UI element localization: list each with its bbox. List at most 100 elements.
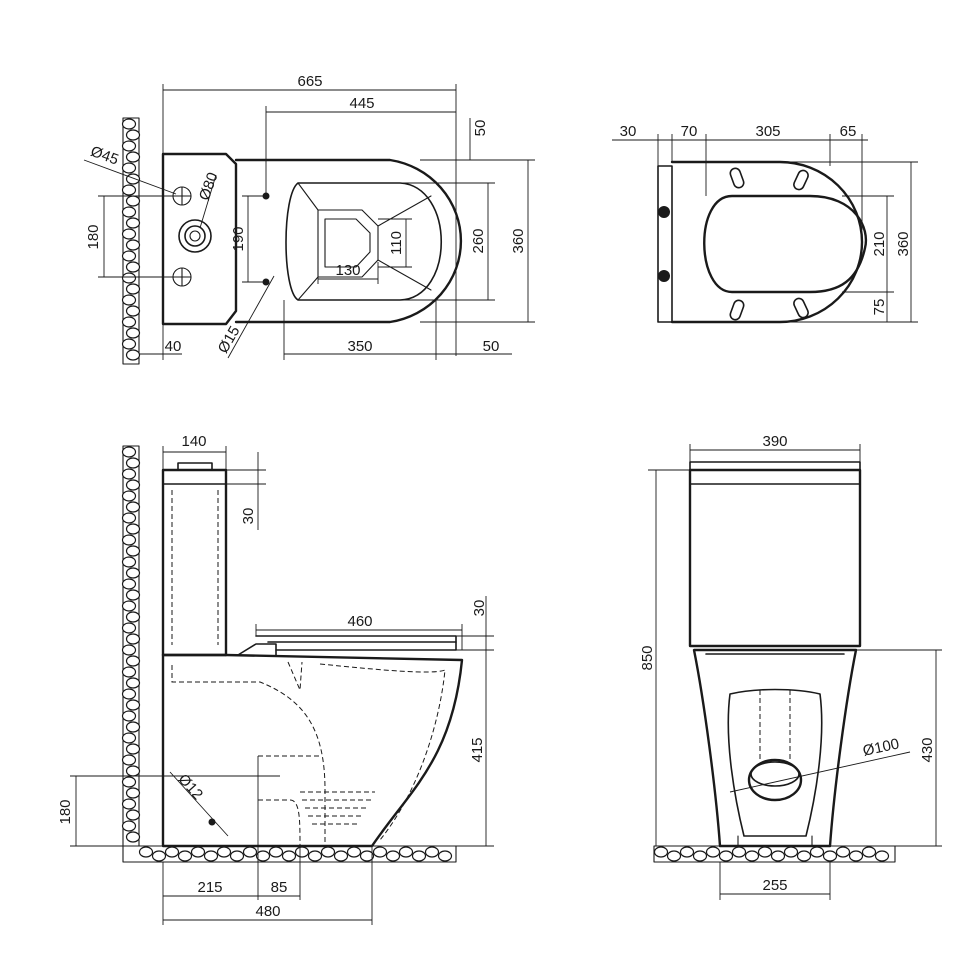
dim-diam-100: Ø100 (861, 735, 900, 759)
pebble-hatch (138, 846, 154, 858)
dim-pad-offset: 75 (871, 299, 888, 316)
dim-hinge-offset: 30 (620, 123, 637, 140)
pebble-hatch (125, 611, 141, 623)
pebble-hatch (121, 294, 137, 306)
pebble-hatch (835, 846, 851, 858)
front-view: 390 850 Ø100 430 255 (639, 433, 942, 900)
seat-view-dimensions (612, 134, 918, 323)
pebble-hatch (757, 846, 773, 858)
pebble-hatch (346, 846, 362, 858)
pebble-hatch (125, 349, 141, 361)
dim-diam-15: Ø15 (215, 323, 244, 356)
pebble-hatch (385, 850, 401, 862)
dim-tank-width: 390 (762, 433, 787, 450)
pebble-hatch (121, 798, 137, 810)
pebble-hatch (151, 850, 167, 862)
dim-bowl-inner-length: 130 (335, 262, 360, 279)
pebble-hatch (125, 589, 141, 601)
pebble-hatch (125, 151, 141, 163)
top-view-labels: 665 445 50 Ø45 Ø80 180 190 110 260 360 1… (85, 73, 527, 356)
top-view-dimensions (83, 84, 535, 360)
dim-outlet-width: 85 (271, 879, 288, 896)
pebble-hatch (203, 850, 219, 862)
pebble-hatch (121, 710, 137, 722)
seat-view-labels: 30 70 305 65 210 360 75 (620, 123, 912, 315)
pebble-hatch (121, 140, 137, 152)
pebble-hatch (718, 850, 734, 862)
seat-view: 30 70 305 65 210 360 75 (612, 123, 918, 324)
pebble-hatch (125, 173, 141, 185)
pebble-hatch (121, 512, 137, 524)
side-view: 140 30 30 460 415 180 Ø12 215 85 480 (57, 433, 494, 925)
side-view-floor (122, 845, 457, 863)
pebble-hatch (333, 850, 349, 862)
dim-bowl-front: 350 (347, 338, 372, 355)
pebble-hatch (125, 633, 141, 645)
pebble-hatch (125, 699, 141, 711)
pebble-hatch (125, 787, 141, 799)
dim-seat-thickness: 30 (471, 600, 488, 617)
dim-bowl-length: 445 (349, 95, 374, 112)
dim-diam-80: Ø80 (196, 170, 222, 202)
pebble-hatch (121, 468, 137, 480)
dim-rim-offset-top: 50 (472, 120, 489, 137)
pebble-hatch (125, 523, 141, 535)
pebble-hatch (121, 162, 137, 174)
pebble-hatch (121, 578, 137, 590)
front-view-dimensions (648, 444, 942, 900)
pebble-hatch (121, 184, 137, 196)
pebble-hatch (125, 283, 141, 295)
pebble-hatch (359, 850, 375, 862)
pebble-hatch (121, 666, 137, 678)
dim-seat-width: 360 (895, 231, 912, 256)
pebble-hatch (121, 338, 137, 350)
pebble-hatch (125, 655, 141, 667)
pebble-hatch (125, 129, 141, 141)
pebble-hatch (653, 846, 669, 858)
dim-rim-offset-bottom: 50 (483, 338, 500, 355)
dim-mount-spacing: 190 (230, 226, 247, 251)
pebble-hatch (121, 446, 137, 458)
front-view-floor (653, 845, 896, 863)
pebble-hatch (666, 850, 682, 862)
dim-overall-depth: 480 (255, 903, 280, 920)
dim-overall-height: 850 (639, 645, 656, 670)
dim-inlet-spacing: 180 (85, 224, 102, 249)
pebble-hatch (121, 316, 137, 328)
pebble-hatch (164, 846, 180, 858)
pebble-hatch (125, 217, 141, 229)
pebble-hatch (242, 846, 258, 858)
pebble-hatch (679, 846, 695, 858)
dim-pedestal-height: 430 (919, 737, 936, 762)
dim-tank-depth: 140 (181, 433, 206, 450)
pebble-hatch (692, 850, 708, 862)
pebble-hatch (125, 239, 141, 251)
pebble-hatch (121, 820, 137, 832)
pebble-hatch (125, 743, 141, 755)
pebble-hatch (121, 490, 137, 502)
pebble-hatch (125, 567, 141, 579)
pebble-hatch (121, 206, 137, 218)
pebble-hatch (731, 846, 747, 858)
pebble-hatch (121, 754, 137, 766)
pebble-hatch (307, 850, 323, 862)
pebble-hatch (281, 850, 297, 862)
pebble-hatch (770, 850, 786, 862)
dim-hinge-spacing: 70 (681, 123, 698, 140)
dim-wall-offset: 40 (165, 338, 182, 355)
dim-seat-length: 305 (755, 123, 780, 140)
dim-front-offset: 65 (840, 123, 857, 140)
pebble-hatch (822, 850, 838, 862)
pebble-hatch (125, 195, 141, 207)
dim-overall-width: 360 (510, 228, 527, 253)
dim-inlet-height: 180 (57, 799, 74, 824)
pebble-hatch (294, 846, 310, 858)
pebble-hatch (121, 272, 137, 284)
pebble-hatch (121, 250, 137, 262)
pebble-hatch (411, 850, 427, 862)
pebble-hatch (437, 850, 453, 862)
pebble-hatch (398, 846, 414, 858)
dim-bowl-inner-width: 110 (388, 231, 405, 255)
pebble-hatch (125, 831, 141, 843)
pebble-hatch (121, 534, 137, 546)
